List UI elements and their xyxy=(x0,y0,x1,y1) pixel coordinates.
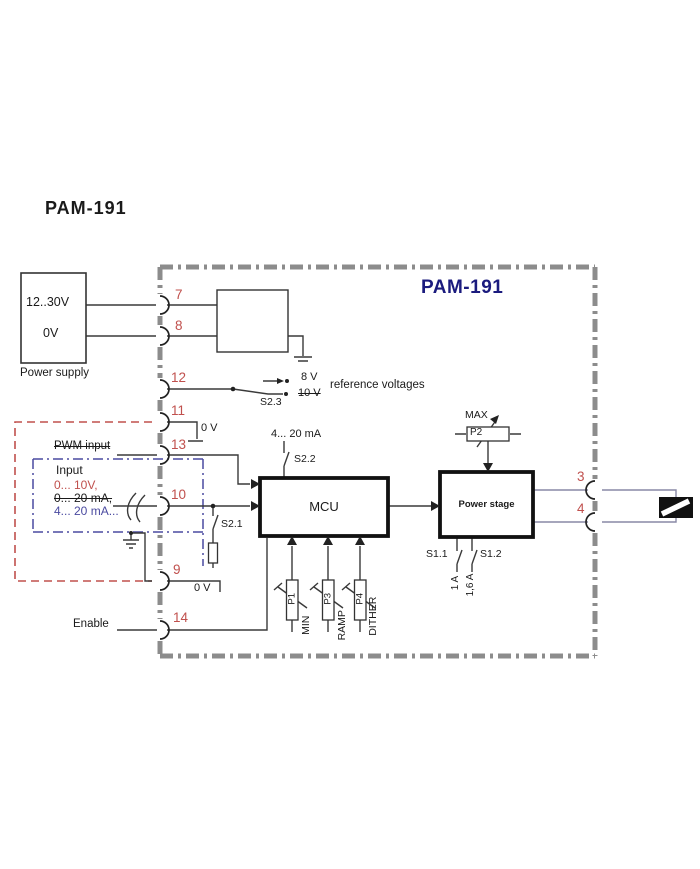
current-loop-label: 4... 20 mA xyxy=(271,428,322,440)
mcu-box xyxy=(258,476,390,538)
p2-label: P2 xyxy=(470,427,483,438)
pin-13-label: 13 xyxy=(171,437,187,452)
regulator-box xyxy=(216,289,289,353)
output-wires xyxy=(533,489,677,523)
input-option-voltage: 0... 10V, xyxy=(54,478,98,492)
p4-label: P4 xyxy=(354,592,366,605)
shield-box-red xyxy=(14,421,152,582)
switch-s21-label: S2.1 xyxy=(221,518,243,530)
connector-pin-icons-left xyxy=(159,295,170,640)
max-label: MAX xyxy=(465,409,488,421)
reference-voltages-caption: reference voltages xyxy=(330,379,425,391)
input-group-title: Input xyxy=(56,463,83,477)
power-stage-label: Power stage xyxy=(458,499,515,510)
s21-resistor xyxy=(207,542,219,564)
zero-volt-pin9-label: 0 V xyxy=(194,582,211,594)
cable-screen-icon xyxy=(126,492,146,523)
mcu-label: MCU xyxy=(309,499,339,514)
switch-s12-label: S1.2 xyxy=(480,548,502,560)
supply-voltage-range: 12..30V xyxy=(26,295,70,309)
power-supply-box xyxy=(20,272,87,364)
page-title: PAM-191 xyxy=(45,198,127,218)
ramp-label: RAMP xyxy=(335,610,348,641)
pin-11-label: 11 xyxy=(171,403,186,418)
pin-3-label: 3 xyxy=(577,469,585,484)
input-option-current-420: 4... 20 mA... xyxy=(54,504,119,518)
arrowheads xyxy=(251,378,499,545)
junction-dots xyxy=(129,379,289,535)
p3-pot-box xyxy=(321,579,335,621)
solenoid-valve-icon xyxy=(659,497,693,518)
pin-10-label: 10 xyxy=(171,487,187,502)
pin-14-label: 14 xyxy=(173,610,189,625)
pwm-input-label: PWM input xyxy=(54,440,111,452)
p1-label: P1 xyxy=(286,592,298,605)
pin-9-label: 9 xyxy=(173,562,181,577)
enable-label: Enable xyxy=(73,618,109,630)
switch-s11-label: S1.1 xyxy=(426,548,448,560)
module-border xyxy=(157,264,598,659)
dither-label: DITHER xyxy=(366,596,379,636)
power-stage-box xyxy=(438,470,535,539)
power-supply-caption: Power supply xyxy=(20,367,90,379)
fuse-1a-label: 1 A xyxy=(450,575,461,591)
p4-pot-box xyxy=(353,579,367,621)
pin-12-label: 12 xyxy=(171,370,187,385)
fuse-1-6a-label: 1,6 A xyxy=(465,573,476,597)
pin-4-label: 4 xyxy=(577,501,585,516)
p2-pot-box xyxy=(466,426,510,442)
ref-10v-label: 10 V xyxy=(298,387,321,399)
connector-pin-icons-right xyxy=(585,480,596,532)
input-option-current-020: 0... 20 mA, xyxy=(54,491,113,505)
supply-zero-volt: 0V xyxy=(43,326,59,340)
zero-volt-pin11-label: 0 V xyxy=(201,422,218,434)
module-title: PAM-191 xyxy=(421,277,504,298)
input-box-blue xyxy=(32,458,204,566)
switch-s23-label: S2.3 xyxy=(260,396,282,408)
ref-8v-label: 8 V xyxy=(301,371,318,383)
pin-7-label: 7 xyxy=(175,287,183,302)
p1-pot-box xyxy=(285,579,299,621)
p3-label: P3 xyxy=(322,592,334,605)
switch-s22-label: S2.2 xyxy=(294,453,316,465)
min-label: MIN xyxy=(299,615,312,635)
pin-8-label: 8 xyxy=(175,318,183,333)
